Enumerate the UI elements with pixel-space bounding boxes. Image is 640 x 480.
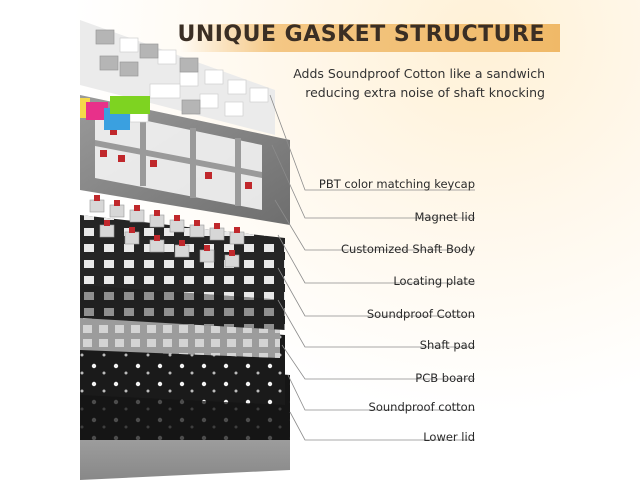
subtitle: Adds Soundproof Cotton like a sandwich r… <box>255 64 545 102</box>
layer-label-locating-plate: Locating plate <box>393 274 475 288</box>
title-highlight-bar <box>180 24 560 52</box>
layer-label-soundproof-cotton: Soundproof Cotton <box>366 307 475 321</box>
layer-label-keycap: PBT color matching keycap <box>318 177 475 191</box>
layer-label-pcb-board: PCB board <box>415 371 475 385</box>
subtitle-line-2: reducing extra noise of shaft knocking <box>305 85 545 100</box>
layer-label-shaft-body: Customized Shaft Body <box>341 242 475 256</box>
leader-lines <box>269 94 475 441</box>
switch-layer <box>89 190 268 268</box>
layer-label-shaft-pad: Shaft pad <box>419 338 475 352</box>
page-title: UNIQUE GASKET STRUCTURE <box>177 22 545 47</box>
magnet-lid-layer <box>80 95 290 225</box>
layer-label-lower-lid: Lower lid <box>423 430 475 444</box>
layer-label-magnet-lid: Magnet lid <box>414 210 476 224</box>
layer-label-soundproof-cotton-bottom: Soundproof cotton <box>368 400 475 414</box>
keycap-layer <box>80 20 275 135</box>
subtitle-line-1: Adds Soundproof Cotton like a sandwich <box>293 66 545 81</box>
